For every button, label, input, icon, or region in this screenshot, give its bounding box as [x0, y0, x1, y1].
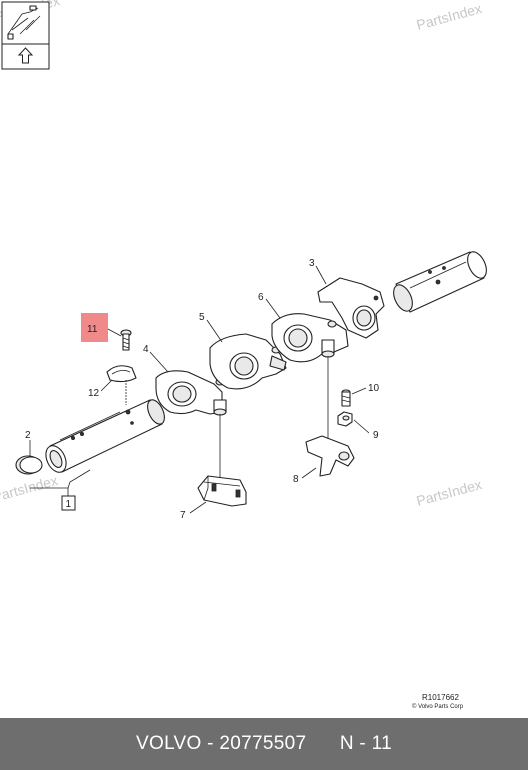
- watermark-mid-left: PartsIndex: [0, 472, 59, 505]
- up-arrow-icon: [17, 47, 34, 64]
- separator-dash: -: [207, 733, 214, 754]
- thumbnail-nav-button[interactable]: [1, 1, 50, 70]
- footer-part-number: 20775507: [219, 733, 307, 754]
- footer-brand: VOLVO: [136, 733, 202, 754]
- footer-bar: VOLVO - 20775507 N - 11: [0, 718, 528, 770]
- callout-6: 6: [258, 292, 264, 303]
- callout-10: 10: [368, 383, 380, 394]
- callout-9: 9: [373, 430, 379, 441]
- part-5-rocker-arm: [209, 333, 287, 390]
- part-1-rocker-shaft-right: [393, 251, 487, 313]
- watermark-top-right: PartsIndex: [415, 0, 484, 33]
- footer-separator: -: [202, 733, 220, 755]
- copyright-text: © Volvo Parts Corp: [412, 703, 464, 710]
- callout-11: 11: [87, 324, 98, 335]
- callout-8: 8: [293, 474, 299, 485]
- callout-7: 7: [180, 510, 186, 521]
- callout-1: 1: [66, 499, 72, 510]
- thumbnail-mini-diagram: [7, 5, 41, 40]
- reference-code: R1017662: [422, 693, 459, 702]
- footer-position: N - 11: [339, 733, 392, 754]
- parts-diagram: PartsIndex PartsIndex PartsIndex PartsIn…: [0, 0, 487, 710]
- leader-lines: [29, 265, 370, 514]
- part-2-cap: [15, 455, 43, 475]
- part-4-rocker-arm: [155, 370, 227, 416]
- part-3-bracket: [317, 277, 385, 339]
- part-6-rocker-arm: [271, 313, 349, 363]
- callout-1-box: 1: [61, 495, 76, 511]
- part-1-rocker-shaft: [45, 399, 165, 473]
- callout-3: 3: [309, 258, 315, 269]
- footer-gap: [306, 733, 339, 755]
- watermark-mid-right: PartsIndex: [415, 476, 484, 509]
- part-7-bracket: [197, 475, 247, 507]
- part-10-stud: [341, 389, 351, 407]
- part-12-clip: [106, 365, 137, 383]
- callout-2: 2: [25, 430, 31, 441]
- callout-12: 12: [88, 388, 100, 399]
- part-11-bolt: [120, 329, 132, 351]
- part-8-bracket: [305, 435, 355, 477]
- highlight-box-11: [81, 313, 108, 342]
- part-9-nut: [337, 411, 353, 427]
- callout-4: 4: [143, 344, 149, 355]
- callout-5: 5: [199, 312, 205, 323]
